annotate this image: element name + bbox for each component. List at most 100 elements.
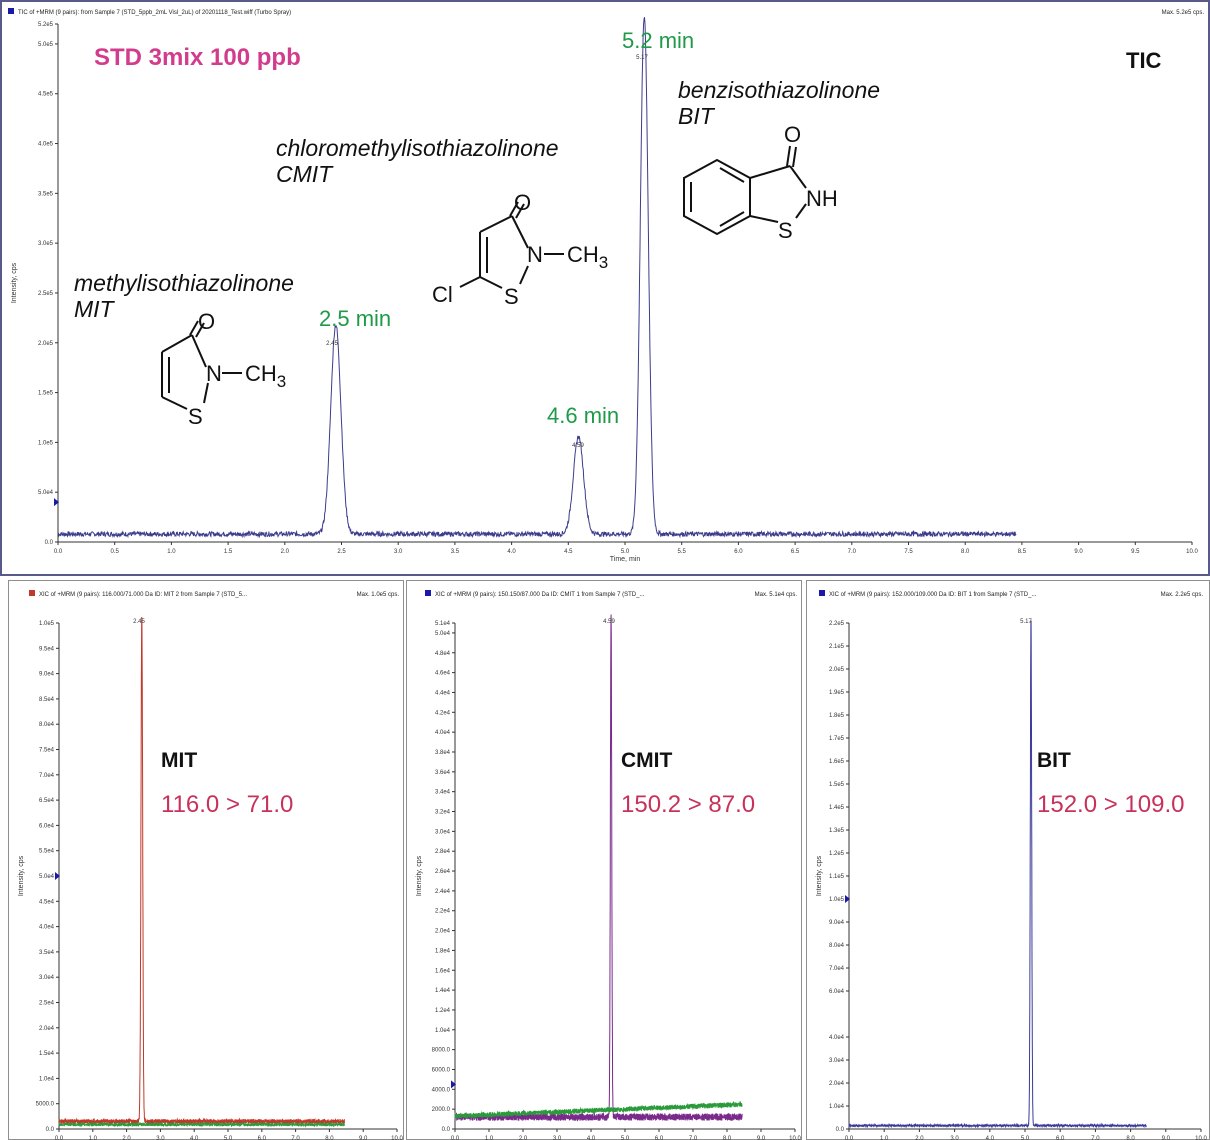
cmit-ytick-label: 4.4e4	[435, 690, 451, 696]
xic-cmit-panel: XIC of +MRM (9 pairs): 150.150/87.000 Da…	[406, 580, 802, 1140]
cmit-xtick-label: 9.0	[757, 1136, 766, 1140]
bit-xtick-label: 1.0	[880, 1136, 889, 1140]
mit-ytick-label: 8.5e4	[39, 697, 55, 703]
bit-atom-nh: NH	[806, 186, 838, 211]
mit-xtick-label: 10.0	[391, 1136, 403, 1140]
tic-series-marker	[8, 8, 14, 14]
cmit-ytick-label: 2000.0	[432, 1107, 451, 1113]
tic-ytick-label: 5.0e5	[38, 42, 54, 48]
compound-name-mit: methylisothiazolinone MIT	[74, 270, 294, 322]
compound-name-bit: benzisothiazolinone BIT	[678, 77, 880, 129]
cmit-atom-o: O	[514, 190, 531, 215]
bit-ytick-label: 6.0e4	[829, 989, 845, 995]
bit-atom-o: O	[784, 122, 801, 147]
tic-trace	[57, 17, 1017, 539]
tic-xtick-label: 10.0	[1186, 549, 1198, 555]
tic-xtick-label: 8.0	[961, 549, 970, 555]
mit-xtick-label: 6.0	[258, 1136, 267, 1140]
mit-xtick-label: 2.0	[122, 1136, 131, 1140]
xic-bit-label: BIT	[1037, 749, 1071, 772]
xic-cmit-max-label: Max. 5.1e4 cps.	[755, 592, 798, 598]
bit-ytick-label: 4.0e4	[829, 1035, 845, 1041]
tic-max-label: Max. 5.2e5 cps.	[1162, 10, 1205, 16]
tic-ytick-label: 4.5e5	[38, 92, 54, 98]
bit-xtick-label: 7.0	[1091, 1136, 1100, 1140]
tic-xtick-label: 1.0	[167, 549, 176, 555]
tic-xtick-label: 9.0	[1074, 549, 1083, 555]
mit-ytick-label: 5000.0	[36, 1102, 55, 1108]
mit-ytick-label: 2.0e4	[39, 1026, 55, 1032]
bit-ytick-label: 2.0e5	[829, 667, 845, 673]
cmit-ytick-label: 1.4e4	[435, 988, 451, 994]
cmit-xtick-label: 8.0	[723, 1136, 732, 1140]
tic-panel: TIC of +MRM (9 pairs): from Sample 7 (ST…	[0, 0, 1210, 576]
rt-label-cmit: 4.6 min	[547, 403, 620, 428]
bit-ytick-label: 1.3e5	[829, 828, 845, 834]
mit-xtick-label: 9.0	[359, 1136, 368, 1140]
cmit-ch-text: CH	[567, 242, 599, 267]
cmit-xtick-label: 2.0	[519, 1136, 528, 1140]
tic-xtick-label: 4.5	[564, 549, 573, 555]
tic-header: TIC of +MRM (9 pairs): from Sample 7 (ST…	[18, 10, 291, 16]
bit-ytick-label: 1.4e5	[829, 805, 845, 811]
mit-threshold-marker	[55, 872, 60, 880]
rt-label-bit: 5.2 min	[622, 28, 695, 53]
cmit-xtick-label: 0.0	[451, 1136, 460, 1140]
cmit-ytick-label: 3.6e4	[435, 770, 451, 776]
cmit-xtick-label: 4.0	[587, 1136, 596, 1140]
rt-label-mit: 2.5 min	[319, 306, 392, 331]
mit-xtick-label: 7.0	[291, 1136, 300, 1140]
cmit-ytick-label: 8000.0	[432, 1048, 451, 1054]
tic-ytick-label: 1.5e5	[38, 391, 54, 397]
xic-cmit-apex-label: 4.59	[603, 619, 615, 625]
bit-xtick-label: 8.0	[1126, 1136, 1135, 1140]
tic-xtick-label: 5.5	[678, 549, 687, 555]
bit-xtick-label: 3.0	[950, 1136, 959, 1140]
xic-bit-transition: 152.0 > 109.0	[1037, 791, 1185, 818]
bit-ytick-label: 1.6e5	[829, 759, 845, 765]
bit-y-axis-title: Intensity, cps	[816, 855, 823, 896]
cmit-ytick-label: 0.0	[442, 1127, 451, 1133]
cmit-atom-s: S	[504, 284, 519, 309]
bit-ytick-label: 1.0e5	[829, 897, 845, 903]
tic-xtick-label: 2.0	[281, 549, 290, 555]
mit-ytick-label: 7.0e4	[39, 773, 55, 779]
bit-xtick-label: 5.0	[1021, 1136, 1030, 1140]
tic-ytick-label: 1.0e5	[38, 440, 54, 446]
cmit-ytick-label: 1.2e4	[435, 1008, 451, 1014]
mit-xtick-label: 3.0	[156, 1136, 165, 1140]
mit-atom-n: N	[206, 361, 222, 386]
bit-xtick-label: 10.0	[1195, 1136, 1207, 1140]
xic-cmit-header: XIC of +MRM (9 pairs): 150.150/87.000 Da…	[435, 592, 645, 598]
xic-mit-apex-label: 2.45	[133, 619, 145, 625]
mit-ytick-label: 3.0e4	[39, 975, 55, 981]
mit-ytick-label: 1.0e5	[39, 621, 55, 627]
mit-ytick-label: 5.5e4	[39, 849, 55, 855]
xic-mit-transition: 116.0 > 71.0	[161, 791, 294, 818]
bit-structure: O NH S	[683, 122, 838, 243]
mit-ytick-label: 4.5e4	[39, 899, 55, 905]
tic-x-axis-title: Time, min	[610, 556, 641, 563]
mit-atom-o: O	[198, 309, 215, 334]
tic-xtick-label: 1.5	[224, 549, 233, 555]
cmit-ytick-label: 3.0e4	[435, 829, 451, 835]
cmit-xtick-label: 3.0	[553, 1136, 562, 1140]
xic-mit-chart: XIC of +MRM (9 pairs): 116.000/71.000 Da…	[18, 590, 403, 1140]
mit-ytick-label: 9.5e4	[39, 646, 55, 652]
cmit-ytick-label: 2.2e4	[435, 909, 451, 915]
mit-xtick-label: 0.0	[55, 1136, 64, 1140]
xic-cmit-series-marker	[425, 590, 431, 596]
tic-threshold-marker	[54, 498, 59, 507]
tic-ytick-label: 3.0e5	[38, 241, 54, 247]
tic-xtick-label: 3.0	[394, 549, 403, 555]
tic-xtick-label: 7.0	[848, 549, 857, 555]
cmit-ch3: CH3	[567, 242, 608, 272]
compound-abbr-mit: MIT	[74, 296, 114, 322]
std-label: STD 3mix 100 ppb	[94, 44, 301, 71]
mit-xtick-label: 4.0	[190, 1136, 199, 1140]
mit-xtick-label: 1.0	[89, 1136, 98, 1140]
cmit-xtick-label: 10.0	[789, 1136, 801, 1140]
bit-ytick-label: 1.8e5	[829, 713, 845, 719]
bit-ytick-label: 0.0	[836, 1127, 845, 1133]
compound-fullname-mit: methylisothiazolinone	[74, 270, 294, 296]
